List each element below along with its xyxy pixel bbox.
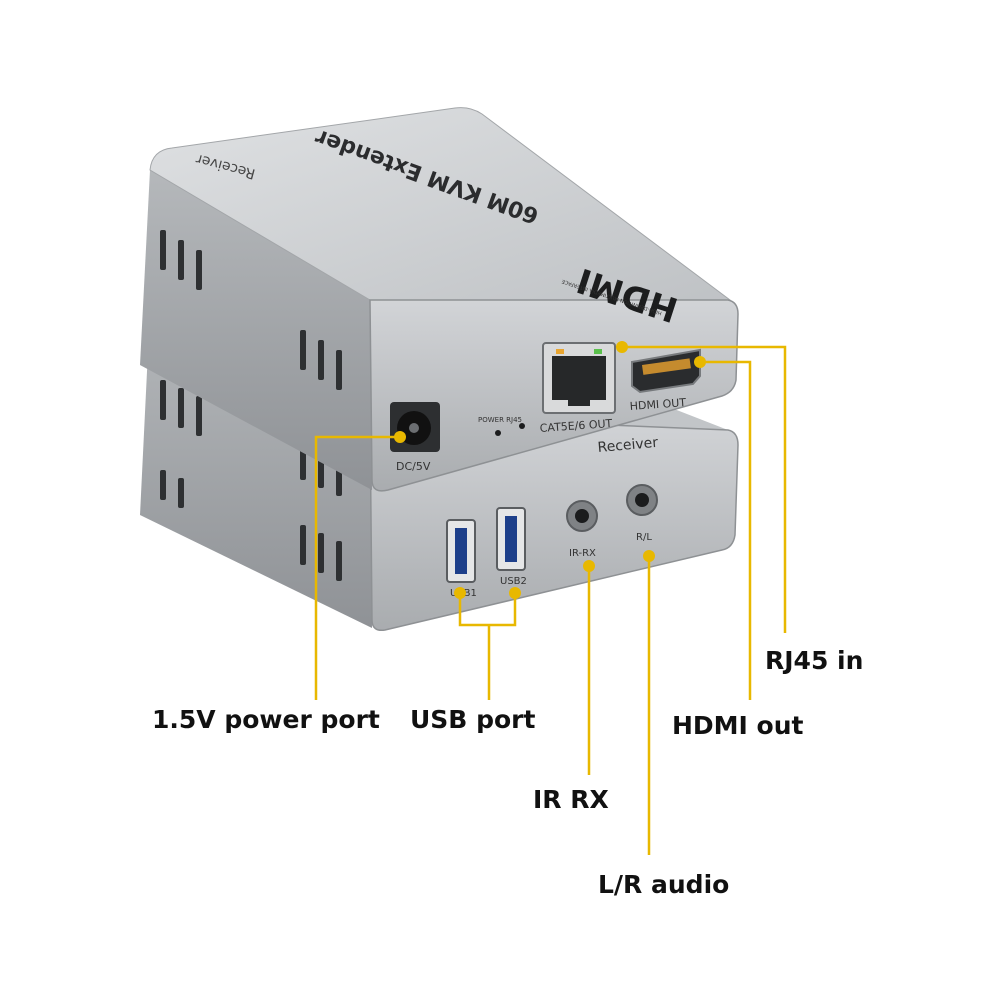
rj45-led [519, 423, 525, 429]
cat-out-label: CAT5E/6 OUT [539, 417, 613, 435]
callout-rj45-in: RJ45 in [765, 646, 864, 675]
leader-usb-bracket [458, 593, 517, 627]
upper-receiver-unit: Receiver 60M KVM Extender HDMI HIGH-DEFI… [140, 107, 739, 492]
callout-ir-rx: IR RX [533, 785, 609, 814]
ir-rx-jack [566, 500, 598, 532]
receiver-front-label: Receiver [597, 435, 659, 456]
leader-dots [394, 341, 706, 599]
leader-rj45 [622, 345, 787, 633]
callout-power-port: 1.5V power port [152, 705, 380, 734]
rl-audio-jack [626, 484, 658, 516]
hdmi-out-port [631, 348, 701, 394]
callout-usb-port: USB port [410, 705, 536, 734]
rj45-port [542, 342, 616, 414]
power-rj45-label: POWER RJ45 [478, 416, 522, 424]
ir-rx-label: IR-RX [569, 548, 596, 559]
upper-side-vents [160, 230, 342, 390]
usb1-port [446, 519, 476, 583]
leader-lines [314, 345, 787, 855]
leader-power [314, 435, 400, 700]
leader-hdmi [700, 360, 752, 700]
usb2-port [496, 507, 526, 571]
power-led [495, 430, 501, 436]
callout-hdmi-out: HDMI out [672, 711, 804, 740]
dc-power-jack [390, 402, 440, 452]
dc-label: DC/5V [396, 460, 431, 473]
callout-lr-audio: L/R audio [598, 870, 730, 899]
usb2-label: USB2 [500, 576, 527, 587]
upper-unit-top [149, 107, 732, 301]
hdmi-out-label: HDMI OUT [629, 396, 686, 413]
rl-label: R/L [636, 532, 652, 543]
